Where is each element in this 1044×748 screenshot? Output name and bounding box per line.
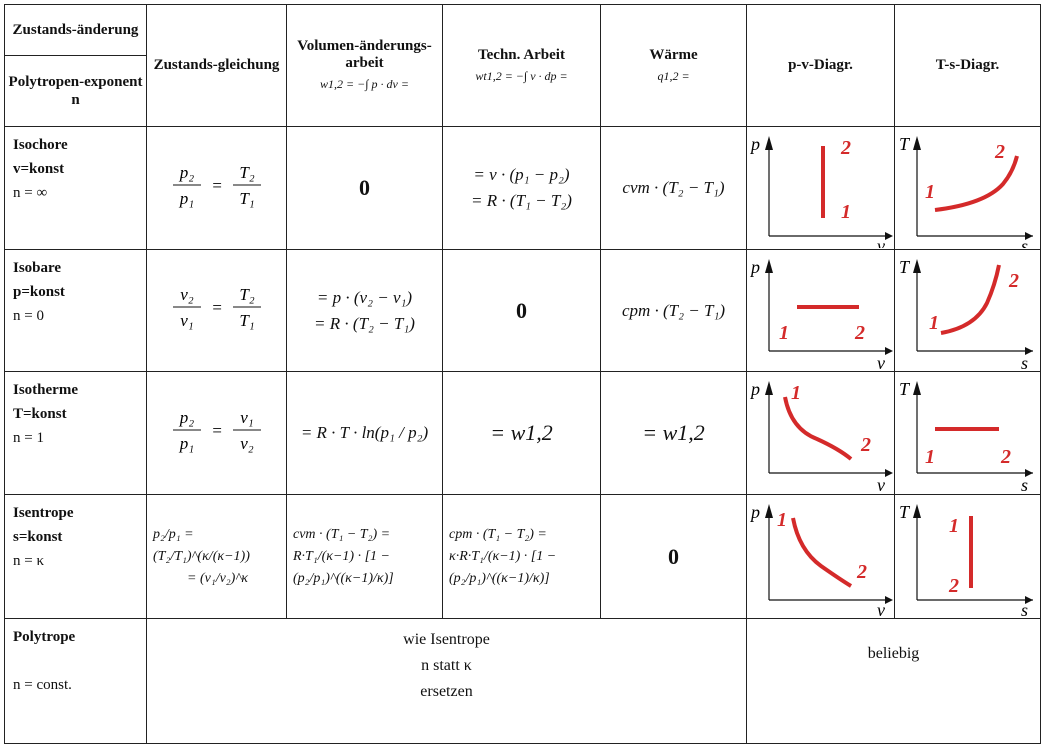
tech-work-value: cpm · (T₁ − T₂) = κ·R·T₁/(κ−1) · [1 − (p…	[442, 493, 601, 620]
ts-diagram-isobare: T s 1 2	[894, 248, 1041, 373]
tech-work-formula: wt1,2 = −∫ v · dp =	[475, 68, 568, 83]
volume-work-value: cvm · (T₁ − T₂) = R·T₁/(κ−1) · [1 − (p₂/…	[286, 493, 443, 620]
pv-diagram-isotherme: p v 1 2	[746, 371, 895, 495]
volume-work-value: = p · (v₂ − v₁) = R · (T₂ − T₁)	[286, 248, 443, 373]
row-label: Polytrope n = const.	[4, 618, 147, 744]
state-equation: v₂ v₁ = T₂ T₁	[146, 248, 287, 373]
row-label: Isentrope s=konst n = κ	[4, 493, 147, 620]
svg-text:2: 2	[854, 322, 865, 344]
header-heat: Wärme q1,2 =	[600, 3, 747, 128]
state-equation: p₂ p₁ = T₂ T₁	[146, 126, 287, 250]
svg-text:1: 1	[925, 181, 935, 203]
svg-text:p₂: p₂	[179, 163, 195, 182]
svg-text:s: s	[1021, 353, 1028, 371]
svg-text:2: 2	[948, 575, 959, 597]
pv-diagram-isobare: p v 1 2	[746, 248, 895, 373]
svg-text:2: 2	[840, 137, 851, 159]
ts-diagram-isotherme: T s 1 2	[894, 371, 1041, 495]
svg-text:2: 2	[994, 141, 1005, 163]
ts-diagram-isentrope: T s 1 2	[894, 493, 1041, 620]
svg-text:T: T	[899, 257, 911, 277]
svg-text:=: =	[211, 176, 222, 195]
table-row: Isentrope s=konst n = κ p₂/p₁ = (T₂/T₁)^…	[4, 493, 1041, 620]
svg-text:2: 2	[860, 434, 871, 456]
fraction-equation: v₂ v₁ = T₂ T₁	[173, 285, 261, 330]
heat-value: cvm · (T₂ − T₁)	[600, 126, 747, 250]
tech-work-value: = v · (p₁ − p₂) = R · (T₁ − T₂)	[442, 126, 601, 250]
tech-work-value: 0	[442, 248, 601, 373]
svg-text:1: 1	[929, 312, 939, 334]
svg-text:v₁: v₁	[180, 311, 193, 330]
svg-text:T₁: T₁	[239, 189, 254, 208]
svg-text:1: 1	[777, 509, 787, 531]
state-change-table: Zustands-änderung Polytropen-exponent n …	[4, 3, 1041, 744]
pv-diagram-isochore: p v 2 1	[746, 126, 895, 250]
heat-value: cpm · (T₂ − T₁)	[600, 248, 747, 373]
pv-diagram-isentrope: p v 1 2	[746, 493, 895, 620]
svg-text:1: 1	[925, 446, 935, 468]
svg-text:1: 1	[841, 201, 851, 223]
row-label: Isochore v=konst n = ∞	[4, 126, 147, 250]
svg-text:2: 2	[1008, 270, 1019, 292]
heat-formula: q1,2 =	[657, 68, 690, 83]
svg-text:T: T	[899, 379, 911, 399]
svg-text:v: v	[877, 475, 885, 493]
table-row: Isobare p=konst n = 0 v₂ v₁ = T₂ T₁ = p …	[4, 248, 1041, 373]
svg-text:1: 1	[779, 322, 789, 344]
axis-p: p	[749, 134, 760, 154]
header-state-change: Zustands-änderung Polytropen-exponent n	[4, 3, 147, 128]
svg-text:p₁: p₁	[179, 434, 194, 453]
header-tech-work: Techn. Arbeit wt1,2 = −∫ v · dp =	[442, 3, 601, 128]
svg-text:T₁: T₁	[239, 311, 254, 330]
svg-text:2: 2	[1000, 446, 1011, 468]
svg-text:=: =	[211, 298, 222, 317]
svg-text:v₂: v₂	[180, 285, 194, 304]
svg-text:p₁: p₁	[179, 189, 194, 208]
volume-work-value: 0	[286, 126, 443, 250]
svg-text:p: p	[749, 379, 760, 399]
header-state-equation: Zustands-gleichung	[146, 3, 287, 128]
svg-text:T₂: T₂	[239, 163, 254, 182]
fraction-equation: p₂ p₁ = v₁ v₂	[173, 408, 261, 453]
row-label: Isobare p=konst n = 0	[4, 248, 147, 373]
state-equation: p₂/p₁ = (T₂/T₁)^(κ/(κ−1)) = (v₁/v₂)^κ	[146, 493, 287, 620]
tech-work-value: = w1,2	[442, 371, 601, 495]
header-volume-work: Volumen-änderungs-arbeit w1,2 = −∫ p · d…	[286, 3, 443, 128]
svg-text:p: p	[749, 502, 760, 522]
polytrope-merged-note: wie Isentrope n statt κ ersetzen	[146, 618, 747, 744]
table-row: Isotherme T=konst n = 1 p₂ p₁ = v₁ v₂ = …	[4, 371, 1041, 495]
state-equation: p₂ p₁ = v₁ v₂	[146, 371, 287, 495]
fraction-equation: p₂ p₁ = T₂ T₁	[173, 163, 261, 208]
header-col1-bottom: Polytropen-exponent n	[8, 74, 143, 109]
svg-text:1: 1	[791, 382, 801, 404]
svg-text:T: T	[899, 502, 911, 522]
svg-text:p₂: p₂	[179, 408, 195, 427]
row-label: Isotherme T=konst n = 1	[4, 371, 147, 495]
svg-text:2: 2	[856, 561, 867, 583]
svg-text:s: s	[1021, 475, 1028, 493]
table-row: Isochore v=konst n = ∞ p₂ p₁ = T₂ T₁ 0 =…	[4, 126, 1041, 250]
svg-text:T: T	[899, 134, 911, 154]
header-col1-top: Zustands-änderung	[5, 6, 146, 57]
svg-text:s: s	[1021, 600, 1028, 618]
svg-text:T₂: T₂	[239, 285, 254, 304]
ts-diagram-isochore: T s 1 2	[894, 126, 1041, 250]
header-ts-diagram: T-s-Diagr.	[894, 3, 1041, 128]
svg-text:v: v	[877, 600, 885, 618]
svg-text:v₂: v₂	[240, 434, 254, 453]
svg-text:p: p	[749, 257, 760, 277]
svg-text:v: v	[877, 353, 885, 371]
heat-value: = w1,2	[600, 371, 747, 495]
heat-value: 0	[600, 493, 747, 620]
svg-text:v₁: v₁	[240, 408, 253, 427]
axis-v: v	[877, 236, 885, 248]
volume-work-formula: w1,2 = −∫ p · dv =	[320, 77, 409, 92]
header-pv-diagram: p-v-Diagr.	[746, 3, 895, 128]
svg-text:=: =	[211, 421, 222, 440]
table-row: Polytrope n = const. wie Isentrope n sta…	[4, 618, 1041, 744]
volume-work-value: = R · T · ln(p₁ / p₂)	[286, 371, 443, 495]
polytrope-diagram-note: beliebig	[746, 618, 1041, 744]
svg-text:s: s	[1021, 236, 1028, 248]
svg-text:1: 1	[949, 515, 959, 537]
